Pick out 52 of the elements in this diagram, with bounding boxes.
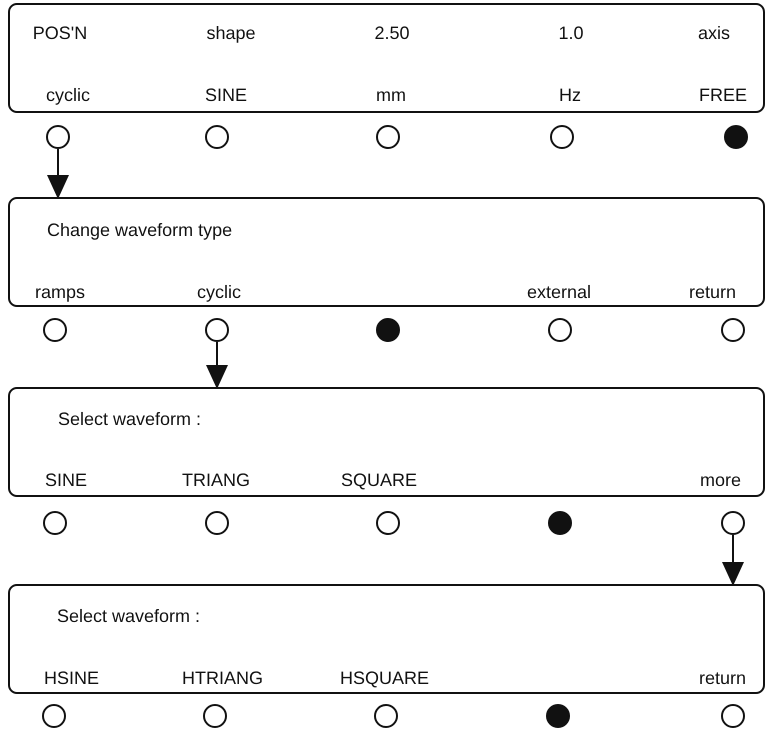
softkey-button — [205, 511, 229, 535]
softkey-button — [205, 125, 229, 149]
value-label: shape — [206, 22, 256, 44]
arrow — [206, 342, 228, 389]
softkey-button — [548, 318, 572, 342]
softkey-label: SQUARE — [341, 469, 418, 491]
softkey-label: mm — [376, 84, 406, 106]
display-screen — [8, 387, 765, 497]
softkey-button — [43, 511, 67, 535]
softkey-label: external — [527, 281, 592, 303]
softkey-label: HSQUARE — [340, 667, 430, 689]
softkey-label: HTRIANG — [182, 667, 263, 689]
arrow — [47, 149, 69, 199]
softkey-button — [550, 125, 574, 149]
softkey-label: cyclic — [46, 84, 90, 106]
softkey-button — [721, 318, 745, 342]
softkey-label: cyclic — [197, 281, 241, 303]
softkey-button — [721, 704, 745, 728]
value-label: POS'N — [32, 22, 88, 44]
softkey-label: TRIANG — [182, 469, 250, 491]
softkey-button — [721, 511, 745, 535]
screen-heading: Change waveform type — [47, 219, 232, 241]
value-label: axis — [698, 22, 730, 44]
softkey-label: SINE — [205, 84, 247, 106]
lit-indicator — [376, 318, 400, 342]
screen-heading: Select waveform : — [57, 605, 200, 627]
softkey-button — [374, 704, 398, 728]
screen-heading: Select waveform : — [58, 408, 202, 430]
softkey-label: return — [699, 667, 746, 689]
lit-indicator — [724, 125, 748, 149]
softkey-label: HSINE — [44, 667, 100, 689]
softkey-label: FREE — [699, 84, 747, 106]
softkey-label: SINE — [45, 469, 88, 491]
display-screen — [8, 197, 765, 307]
lit-indicator — [548, 511, 572, 535]
display-screen — [8, 3, 765, 113]
softkey-button — [205, 318, 229, 342]
softkey-label: return — [689, 281, 736, 303]
value-label: 1.0 — [558, 22, 584, 44]
softkey-button — [376, 511, 400, 535]
softkey-button — [376, 125, 400, 149]
softkey-label: ramps — [35, 281, 86, 303]
softkey-label: Hz — [559, 84, 581, 106]
softkey-label: more — [700, 469, 742, 491]
lit-indicator — [546, 704, 570, 728]
softkey-button — [46, 125, 70, 149]
softkey-button — [43, 318, 67, 342]
arrow — [722, 535, 744, 586]
softkey-button — [42, 704, 66, 728]
softkey-button — [203, 704, 227, 728]
display-screen — [8, 584, 765, 694]
value-label: 2.50 — [374, 22, 410, 44]
